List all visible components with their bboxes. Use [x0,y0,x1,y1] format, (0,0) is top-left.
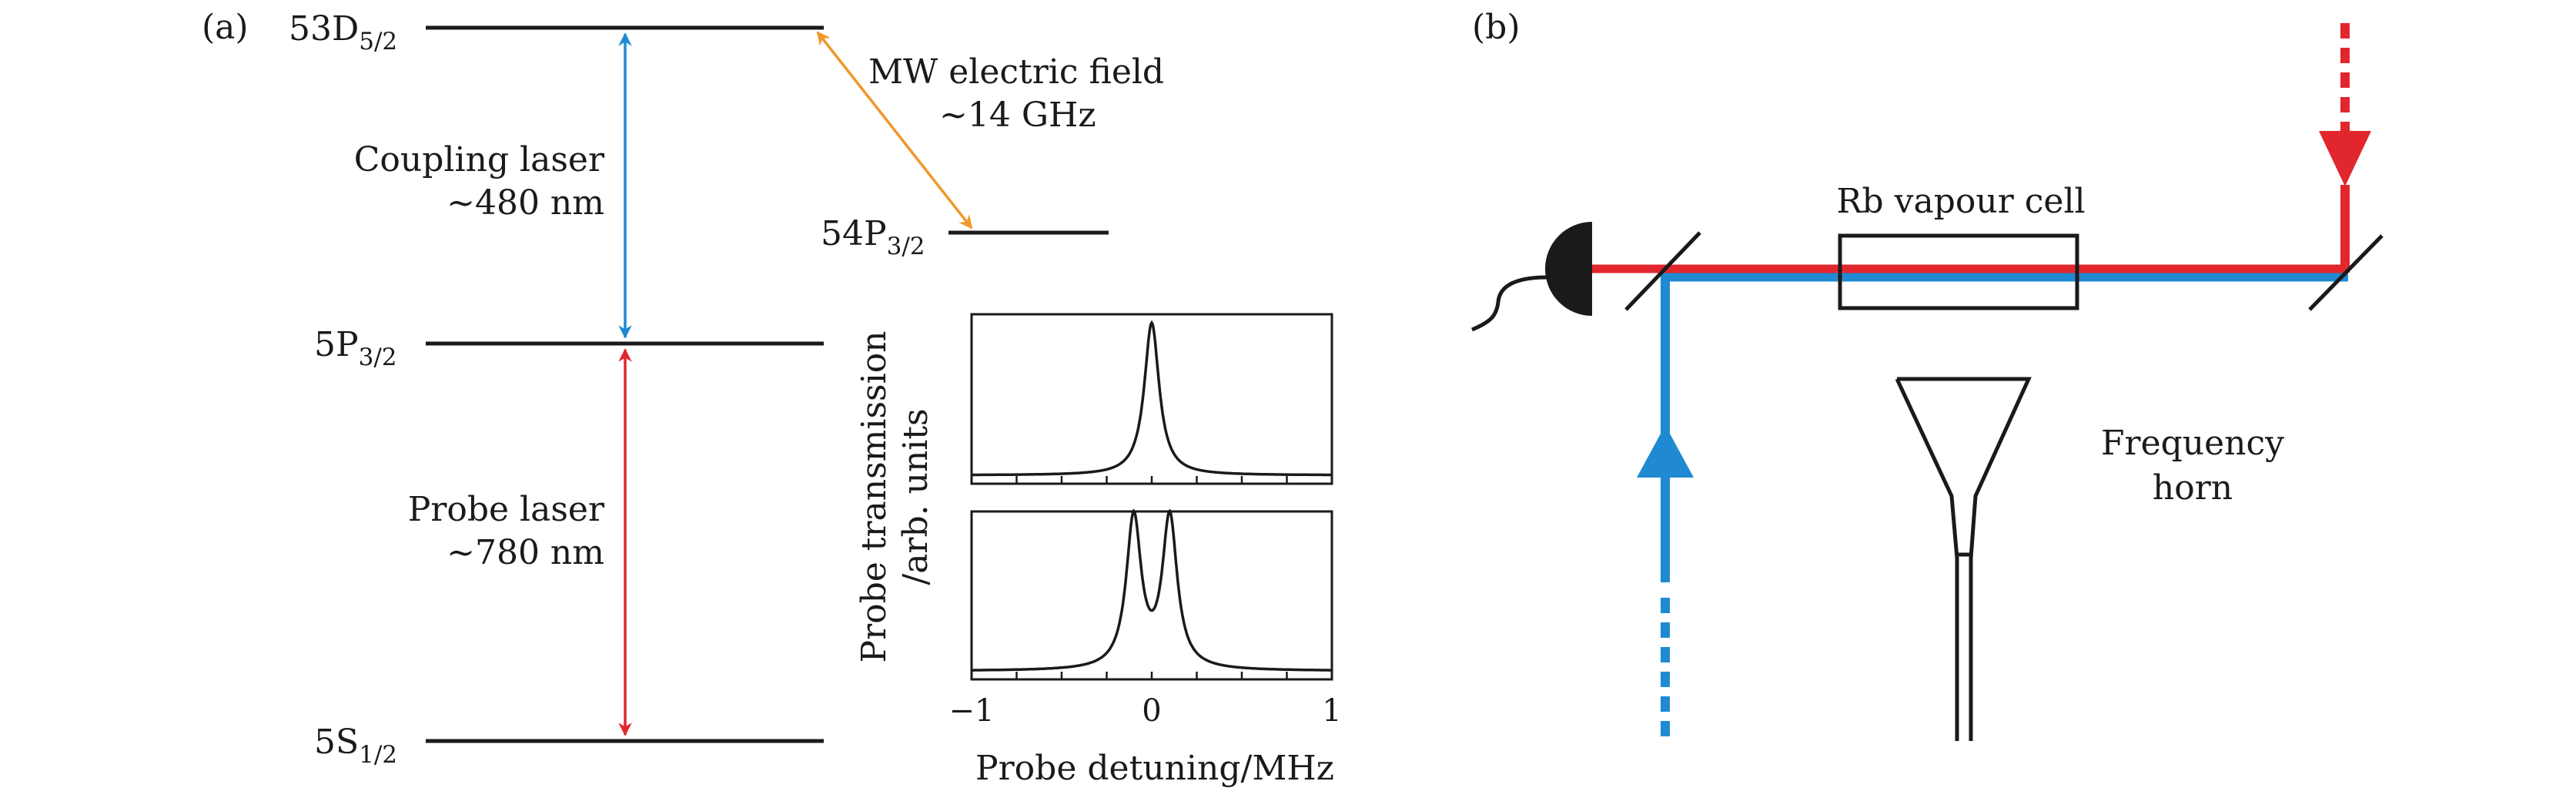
coupling-beam-arrowhead [1637,425,1694,478]
level-53d-label: 53D5/2 [289,9,397,55]
mw-label-1: MW electric field [868,52,1164,92]
level-54p-label: 54P3/2 [821,214,925,260]
horn-label-1: Frequency [2101,424,2284,463]
inset-xlabel: Probe detuning/MHz [975,749,1334,788]
rb-vapour-cell [1838,233,2079,310]
inset-ylabel-line1: Probe transmission [855,330,894,662]
horn-label-2: horn [2153,468,2233,508]
spectrum-at-split-curve [972,508,1332,672]
coupling-label-1: Coupling laser [354,140,605,179]
dichroic-mirror-left [1624,231,1701,311]
rb-vapour-cell-label: Rb vapour cell [1836,182,2085,221]
panel-a: (a) 53D5/2 54P3/2 5P3/2 5S1/2 Coupling l… [202,8,1164,769]
inset-top-ticks [970,476,1333,484]
mw-arrow [816,31,973,230]
probe-label-2: ~780 nm [447,533,604,572]
inset-top-frame [970,313,1333,485]
probe-label-1: Probe laser [408,490,605,529]
mw-label-2: ~14 GHz [939,96,1096,135]
spectrum-eit-curve [972,320,1332,477]
mirror-right [2308,234,2384,311]
photodetector-cable [1471,275,1548,332]
panel-b: (b) Rb vapour cell Frequency horn [1471,8,2384,741]
probe-beam-arrowhead [2319,131,2371,186]
inset-bottom-ticks [970,672,1333,679]
inset-chart: −1 0 1 Probe detuning/MHz Probe transmis… [855,313,1342,788]
inset-ylabel-line2: /arb. units [896,408,935,585]
inset-bottom-frame [970,510,1333,681]
coupling-label-2: ~480 nm [447,183,604,223]
xtick-label-0: 0 [1142,693,1161,729]
photodetector [1545,222,1592,316]
xtick-label-1: 1 [1322,693,1341,729]
level-5p-label: 5P3/2 [314,325,397,371]
panel-a-label: (a) [202,8,249,47]
level-5s-label: 5S1/2 [314,723,397,769]
xtick-label-neg1: −1 [949,693,995,729]
frequency-horn [1895,377,2032,741]
panel-b-label: (b) [1472,8,1521,47]
